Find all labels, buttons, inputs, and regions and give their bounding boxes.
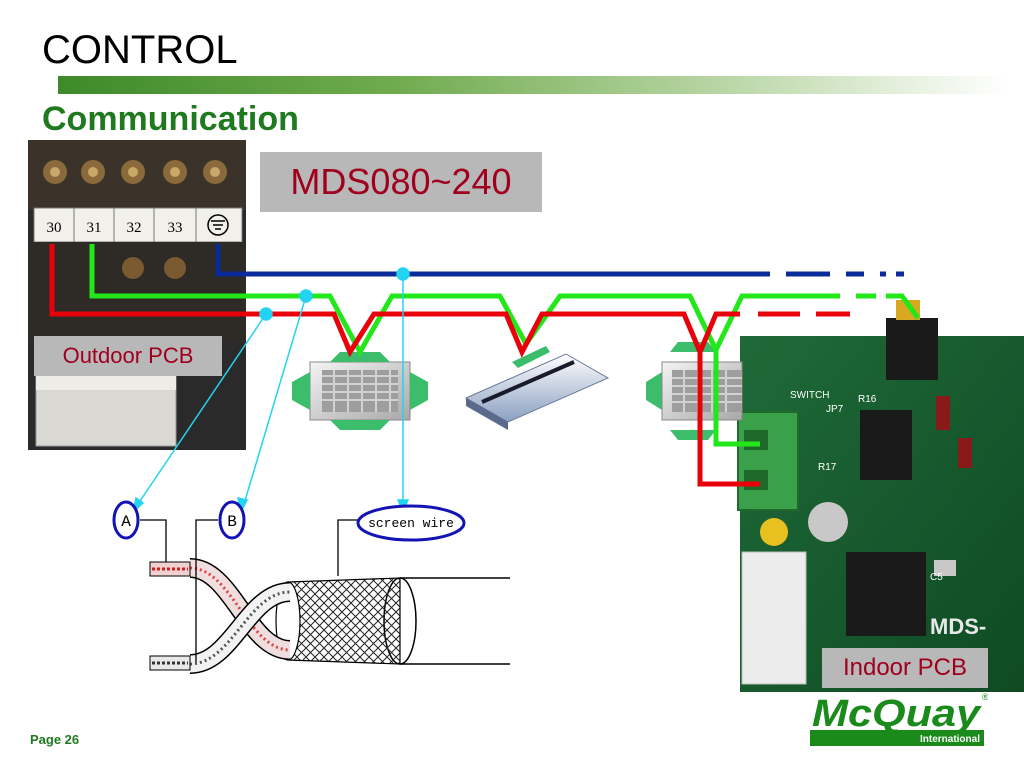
terminal-screws (43, 160, 227, 184)
title-underline-bar (58, 76, 1008, 94)
cassette-unit-right-icon (646, 342, 743, 440)
indoor-pcb-label: Indoor PCB (822, 648, 988, 688)
terminal-label-31: 31 (87, 220, 102, 236)
ceiling-unit-icon (464, 346, 610, 430)
callout-b-text: B (227, 513, 237, 531)
terminal-label-30: 30 (47, 220, 62, 236)
pcb-r16-text: R16 (858, 394, 877, 405)
pcb-mds-text: MDS- (930, 614, 986, 639)
ground-icon (207, 214, 229, 236)
cassette-unit-left-icon (292, 352, 428, 430)
model-label: MDS080~240 (260, 152, 542, 212)
pcb-switch-text: SWITCH (790, 390, 829, 401)
logo-sub-text: International (920, 734, 980, 745)
wire-green-b (89, 244, 921, 447)
pcb-jp7-text: JP7 (826, 404, 844, 415)
terminal-label-32: 32 (127, 220, 142, 236)
slide-title: CONTROL (42, 28, 238, 72)
wire-red-a (49, 244, 850, 487)
pcb-c5-text: C5 (930, 572, 943, 583)
indoor-pcb-photo: SWITCH JP7 R16 R17 C5 MDS- (737, 300, 1024, 692)
callout-b: B (218, 500, 246, 540)
wire-blue-screen (215, 244, 904, 277)
outdoor-pcb-label: Outdoor PCB (34, 336, 222, 376)
pointer-lines (131, 267, 410, 515)
slide-subtitle: Communication (42, 100, 299, 138)
pcb-r17-text: R17 (818, 462, 837, 473)
logo-registered-mark: ® (982, 692, 988, 702)
callout-screen-wire-text: screen wire (368, 516, 454, 531)
page-number: Page 26 (30, 732, 80, 747)
logo-brand-text: McQuay (812, 693, 982, 735)
mcquay-logo: McQuay ® International (810, 692, 988, 746)
twisted-pair-cable-drawing (140, 519, 510, 674)
callout-screen-wire: screen wire (356, 504, 466, 542)
callout-a: A (112, 500, 140, 540)
callout-a-text: A (121, 513, 131, 531)
terminal-label-33: 33 (168, 220, 183, 236)
